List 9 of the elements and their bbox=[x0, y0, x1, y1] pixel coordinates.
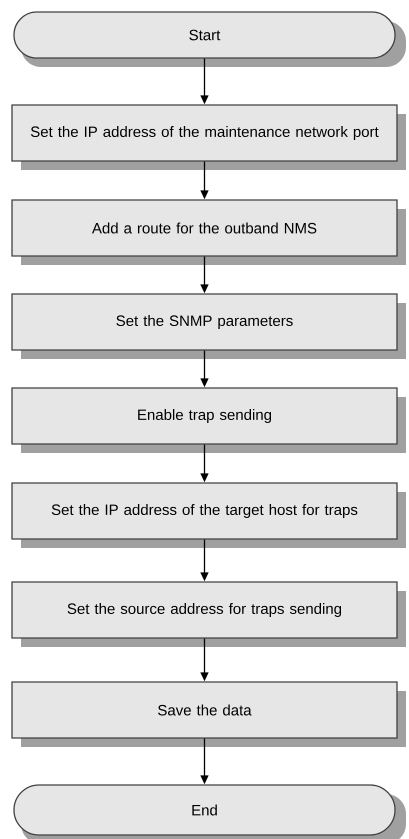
process-box: Enable trap sending bbox=[11, 387, 406, 453]
process-box: Save the data bbox=[11, 681, 406, 747]
terminal-oval: Start bbox=[13, 11, 406, 68]
process-box: Set the source address for traps sending bbox=[11, 581, 406, 647]
process-box: Set the IP address of the maintenance network port bbox=[11, 104, 406, 170]
process-box: Add a route for the outband NMS bbox=[11, 199, 406, 265]
process-box: Set the SNMP parameters bbox=[11, 293, 406, 359]
terminal-oval: End bbox=[13, 784, 406, 839]
process-box: Set the IP address of the target host for traps bbox=[11, 482, 406, 548]
